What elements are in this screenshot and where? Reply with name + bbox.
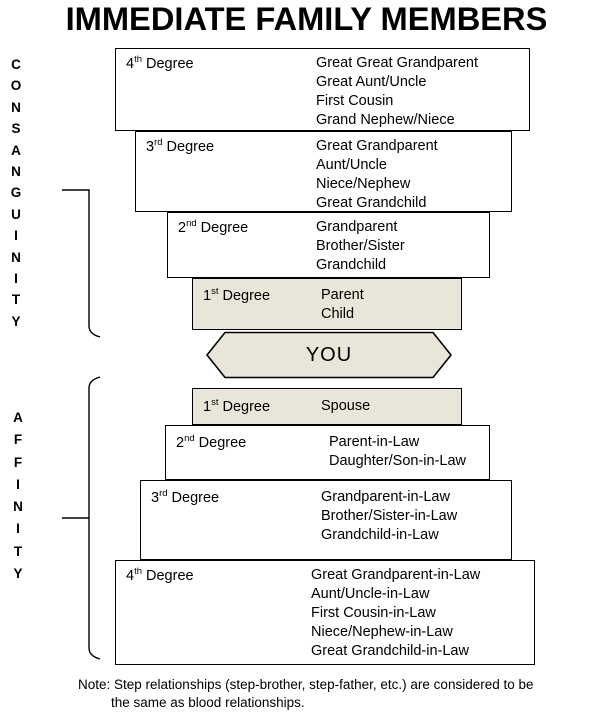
affinity-bracket xyxy=(62,376,101,660)
you-shape: YOU xyxy=(205,331,453,379)
note-line-2: the same as blood relationships. xyxy=(111,694,305,710)
note-line-1: Note: Step relationships (step-brother, … xyxy=(78,677,534,692)
note-text: Note: Step relationships (step-brother, … xyxy=(78,676,534,711)
page-title: IMMEDIATE FAMILY MEMBERS xyxy=(65,1,548,37)
you-label: YOU xyxy=(305,343,353,366)
you-hexagon xyxy=(205,331,453,379)
consanguinity-bracket xyxy=(62,189,101,338)
relationship-list: Spouse xyxy=(321,398,371,414)
